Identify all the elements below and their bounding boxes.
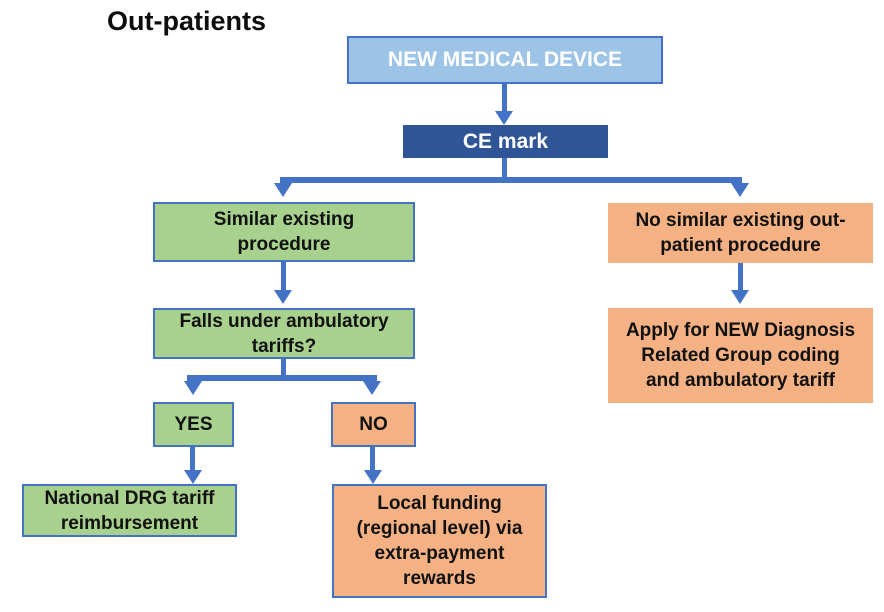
arrow-ce-to-no-similar-head — [731, 183, 749, 197]
arrow-yes-to-national-head — [184, 470, 202, 484]
arrow-no-similar-to-apply-stem — [738, 263, 743, 291]
node-ce-mark: CE mark — [403, 125, 608, 158]
arrow-ce-to-similar-head — [274, 183, 292, 197]
arrow-device-to-ce-head — [495, 111, 513, 125]
page-title: Out-patients — [107, 6, 266, 36]
arrow-no-similar-to-apply-head — [731, 290, 749, 304]
arrow-yes-to-national-stem — [190, 447, 195, 472]
node-no: NO — [331, 402, 416, 447]
node-national-drg-tariff-reimbursement: National DRG tariff reimbursement — [22, 484, 237, 537]
arrow-ce-branch-stem — [502, 158, 507, 180]
node-local-funding: Local funding (regional level) via extra… — [332, 484, 547, 598]
node-new-medical-device: NEW MEDICAL DEVICE — [347, 36, 663, 84]
node-no-similar-existing-procedure: No similar existing out- patient procedu… — [608, 203, 873, 263]
arrow-no-to-local-stem — [370, 447, 375, 472]
node-yes: YES — [153, 402, 234, 447]
arrow-ce-branch-hline — [280, 177, 742, 183]
node-falls-under-ambulatory-tariffs: Falls under ambulatory tariffs? — [153, 308, 415, 359]
arrow-falls-to-no-head — [363, 381, 381, 395]
arrow-falls-branch-hline — [187, 375, 377, 381]
arrow-similar-to-falls-head — [274, 290, 292, 304]
node-apply-new-drg-coding: Apply for NEW Diagnosis Related Group co… — [608, 308, 873, 403]
arrow-falls-branch-stem — [281, 359, 286, 377]
arrow-falls-to-yes-head — [184, 381, 202, 395]
arrow-no-to-local-head — [364, 470, 382, 484]
arrow-similar-to-falls-stem — [281, 262, 286, 291]
arrow-device-to-ce-stem — [502, 84, 507, 113]
node-similar-existing-procedure: Similar existing procedure — [153, 202, 415, 262]
